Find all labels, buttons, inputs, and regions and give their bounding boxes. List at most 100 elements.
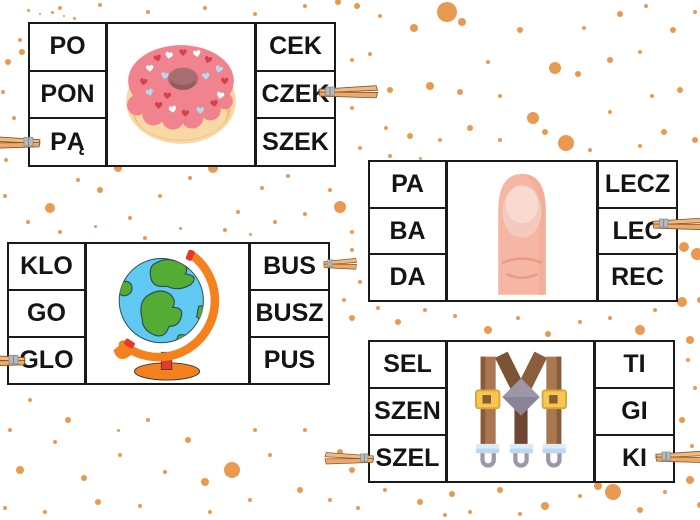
syllable-label: GLO bbox=[19, 346, 74, 374]
syllable-cell: REC bbox=[599, 255, 676, 301]
syllable-cell: PĄ bbox=[30, 119, 105, 166]
card-suspenders-right-column: TI GI KI bbox=[593, 342, 673, 481]
syllable-cell: BA bbox=[370, 208, 445, 256]
paint-splatter bbox=[368, 52, 372, 56]
paint-splatter bbox=[426, 82, 434, 90]
paint-splatter bbox=[98, 3, 102, 7]
paint-splatter bbox=[236, 210, 240, 214]
paint-splatter bbox=[418, 156, 422, 160]
clothespin-icon bbox=[322, 256, 358, 272]
paint-splatter bbox=[443, 513, 447, 517]
card-finger-right-column: LECZ LEC REC bbox=[596, 162, 676, 301]
syllable-cell: PON bbox=[30, 71, 105, 120]
syllable-cell: BUSZ bbox=[251, 291, 328, 338]
paint-splatter bbox=[349, 467, 355, 473]
paint-splatter bbox=[588, 148, 592, 152]
paint-splatter bbox=[16, 466, 24, 474]
paint-splatter bbox=[384, 126, 388, 130]
syllable-label: PĄ bbox=[50, 127, 85, 156]
paint-splatter bbox=[39, 13, 41, 15]
paint-splatter bbox=[58, 230, 62, 234]
paint-splatter bbox=[303, 428, 307, 432]
paint-splatter bbox=[273, 220, 277, 224]
paint-splatter bbox=[93, 224, 97, 228]
clothespin-icon bbox=[653, 448, 700, 466]
paint-splatter bbox=[128, 216, 132, 220]
paint-splatter bbox=[95, 499, 101, 505]
paint-splatter bbox=[453, 314, 457, 318]
paint-splatter bbox=[549, 62, 561, 74]
paint-splatter bbox=[118, 453, 122, 457]
paint-splatter bbox=[376, 306, 380, 310]
paint-splatter bbox=[388, 154, 392, 158]
paint-splatter bbox=[608, 110, 612, 114]
paint-splatter bbox=[438, 138, 442, 142]
paint-splatter bbox=[663, 490, 667, 494]
paint-splatter bbox=[594, 482, 602, 490]
paint-splatter bbox=[686, 358, 690, 362]
paint-splatter bbox=[45, 203, 55, 213]
card-donut: PO PON PĄ bbox=[28, 22, 336, 167]
syllable-label: REC bbox=[611, 263, 664, 292]
paint-splatter bbox=[578, 494, 582, 498]
syllable-label: SEL bbox=[383, 350, 432, 378]
clothespin-icon bbox=[0, 351, 28, 370]
card-donut-left-column: PO PON PĄ bbox=[30, 24, 108, 166]
paint-splatter bbox=[617, 11, 623, 17]
paint-splatter bbox=[328, 188, 332, 192]
paint-splatter bbox=[81, 475, 87, 481]
syllable-cell: PUS bbox=[251, 338, 328, 383]
syllable-cell: GI bbox=[596, 389, 673, 436]
paint-splatter bbox=[410, 24, 418, 32]
paint-splatter bbox=[260, 186, 264, 190]
paint-splatter bbox=[97, 187, 103, 193]
syllable-label: PA bbox=[391, 169, 424, 198]
syllable-cell: SZEK bbox=[257, 119, 334, 166]
paint-splatter bbox=[395, 319, 401, 325]
paint-splatter bbox=[146, 418, 150, 422]
paint-splatter bbox=[383, 488, 387, 492]
paint-splatter bbox=[517, 27, 523, 33]
paint-splatter bbox=[18, 38, 22, 42]
paint-splatter bbox=[268, 453, 272, 457]
syllable-label: DA bbox=[389, 263, 426, 292]
syllable-label: PO bbox=[49, 32, 86, 61]
syllable-label: LECZ bbox=[604, 169, 671, 198]
paint-splatter bbox=[19, 49, 25, 55]
paint-splatter bbox=[407, 133, 413, 139]
paint-splatter bbox=[697, 297, 700, 303]
paint-splatter bbox=[527, 112, 539, 124]
paint-splatter bbox=[223, 228, 227, 232]
paint-splatter bbox=[677, 87, 683, 93]
syllable-label: BA bbox=[389, 216, 426, 245]
paint-splatter bbox=[143, 236, 147, 240]
paint-splatter bbox=[350, 58, 354, 62]
syllable-cell: SZEN bbox=[370, 389, 445, 436]
syllable-label: SZEN bbox=[374, 397, 441, 425]
paint-splatter bbox=[449, 491, 455, 497]
syllable-label: KI bbox=[622, 444, 647, 472]
card-suspenders-left-column: SEL SZEN SZEL bbox=[370, 342, 448, 481]
paint-splatter bbox=[138, 504, 142, 508]
paint-splatter bbox=[334, 201, 346, 213]
paint-splatter bbox=[253, 428, 257, 432]
paint-splatter bbox=[498, 94, 502, 98]
paint-splatter bbox=[3, 194, 7, 198]
paint-splatter bbox=[644, 4, 648, 8]
paint-splatter bbox=[248, 232, 252, 236]
paint-splatter bbox=[582, 26, 586, 30]
paint-splatter bbox=[350, 248, 354, 252]
syllable-cell: GLO bbox=[9, 338, 84, 383]
paint-splatter bbox=[558, 135, 574, 151]
paint-splatter bbox=[116, 428, 120, 432]
syllable-cell: BUS bbox=[251, 244, 328, 291]
card-globe-left-column: KLO GO GLO bbox=[9, 244, 87, 383]
paint-splatter bbox=[1, 90, 5, 94]
paint-splatter bbox=[468, 510, 472, 514]
paint-splatter bbox=[670, 27, 676, 33]
paint-splatter bbox=[185, 437, 191, 443]
paint-splatter bbox=[12, 116, 16, 120]
paint-splatter bbox=[387, 87, 393, 93]
paint-splatter bbox=[146, 10, 150, 14]
suspenders-icon bbox=[448, 342, 593, 481]
